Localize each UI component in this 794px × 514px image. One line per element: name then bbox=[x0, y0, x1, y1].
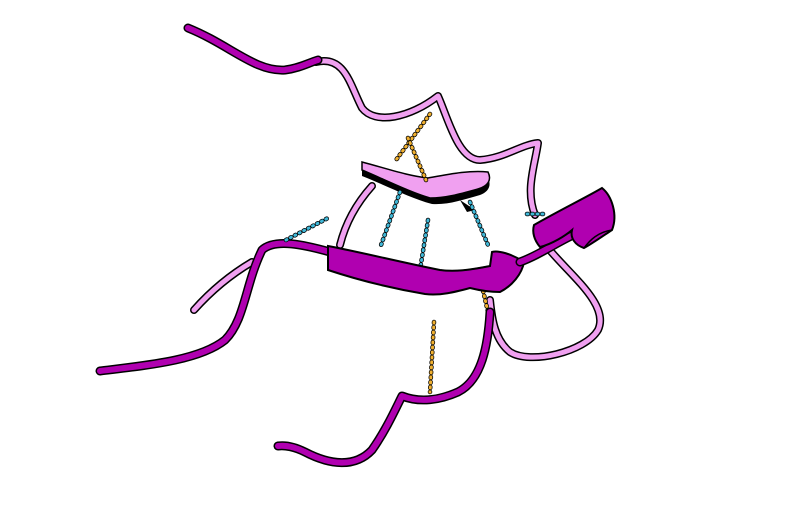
dark-coil-top-left bbox=[183, 23, 323, 75]
hbond-orange-top bbox=[393, 111, 433, 183]
light-coil-left bbox=[190, 182, 376, 314]
light-coil-right bbox=[486, 244, 605, 362]
hbond-cyan-center-1 bbox=[377, 189, 403, 251]
light-coil-upper bbox=[312, 56, 542, 219]
hbond-cyan-left bbox=[283, 215, 331, 243]
dark-coil-bottom bbox=[273, 307, 495, 468]
hbond-cyan-center-2 bbox=[417, 217, 431, 273]
dark-helix-right bbox=[515, 186, 616, 267]
hbond-cyan-right bbox=[467, 199, 491, 248]
dark-coil-lower-left bbox=[95, 239, 335, 376]
hbond-orange-bottom bbox=[427, 319, 437, 395]
dark-strand-middle bbox=[327, 244, 526, 296]
